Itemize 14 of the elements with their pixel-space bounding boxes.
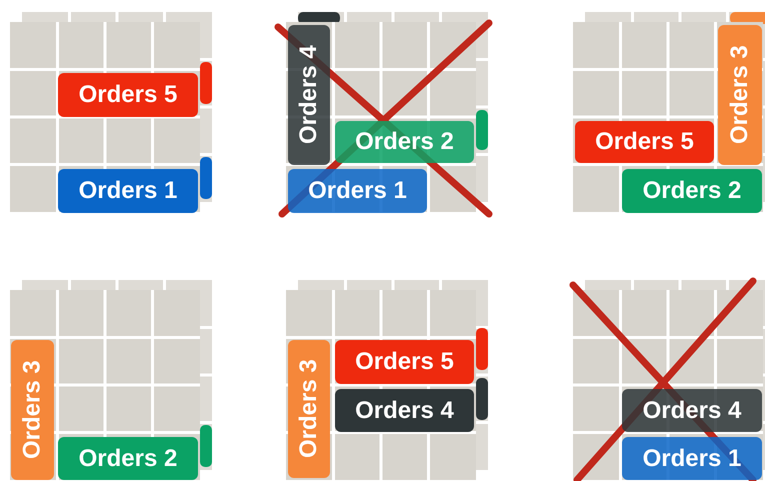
order-tag: Orders 1 [288, 169, 427, 213]
order-tag: Orders 5 [58, 73, 198, 117]
order-tag: Orders 4 [622, 389, 762, 432]
order-tag: Orders 3 [11, 340, 54, 480]
order-tag: Orders 4 [288, 25, 330, 165]
order-tag: Orders 5 [335, 340, 474, 384]
order-tag: Orders 5 [575, 121, 714, 163]
order-tag: Orders 1 [622, 437, 762, 480]
order-tag: Orders 3 [288, 340, 330, 478]
order-tag: Orders 1 [58, 169, 198, 213]
order-tag: Orders 2 [58, 437, 198, 480]
order-tag: Orders 4 [335, 389, 474, 432]
order-tag: Orders 2 [622, 169, 762, 213]
order-tag: Orders 2 [335, 121, 474, 163]
